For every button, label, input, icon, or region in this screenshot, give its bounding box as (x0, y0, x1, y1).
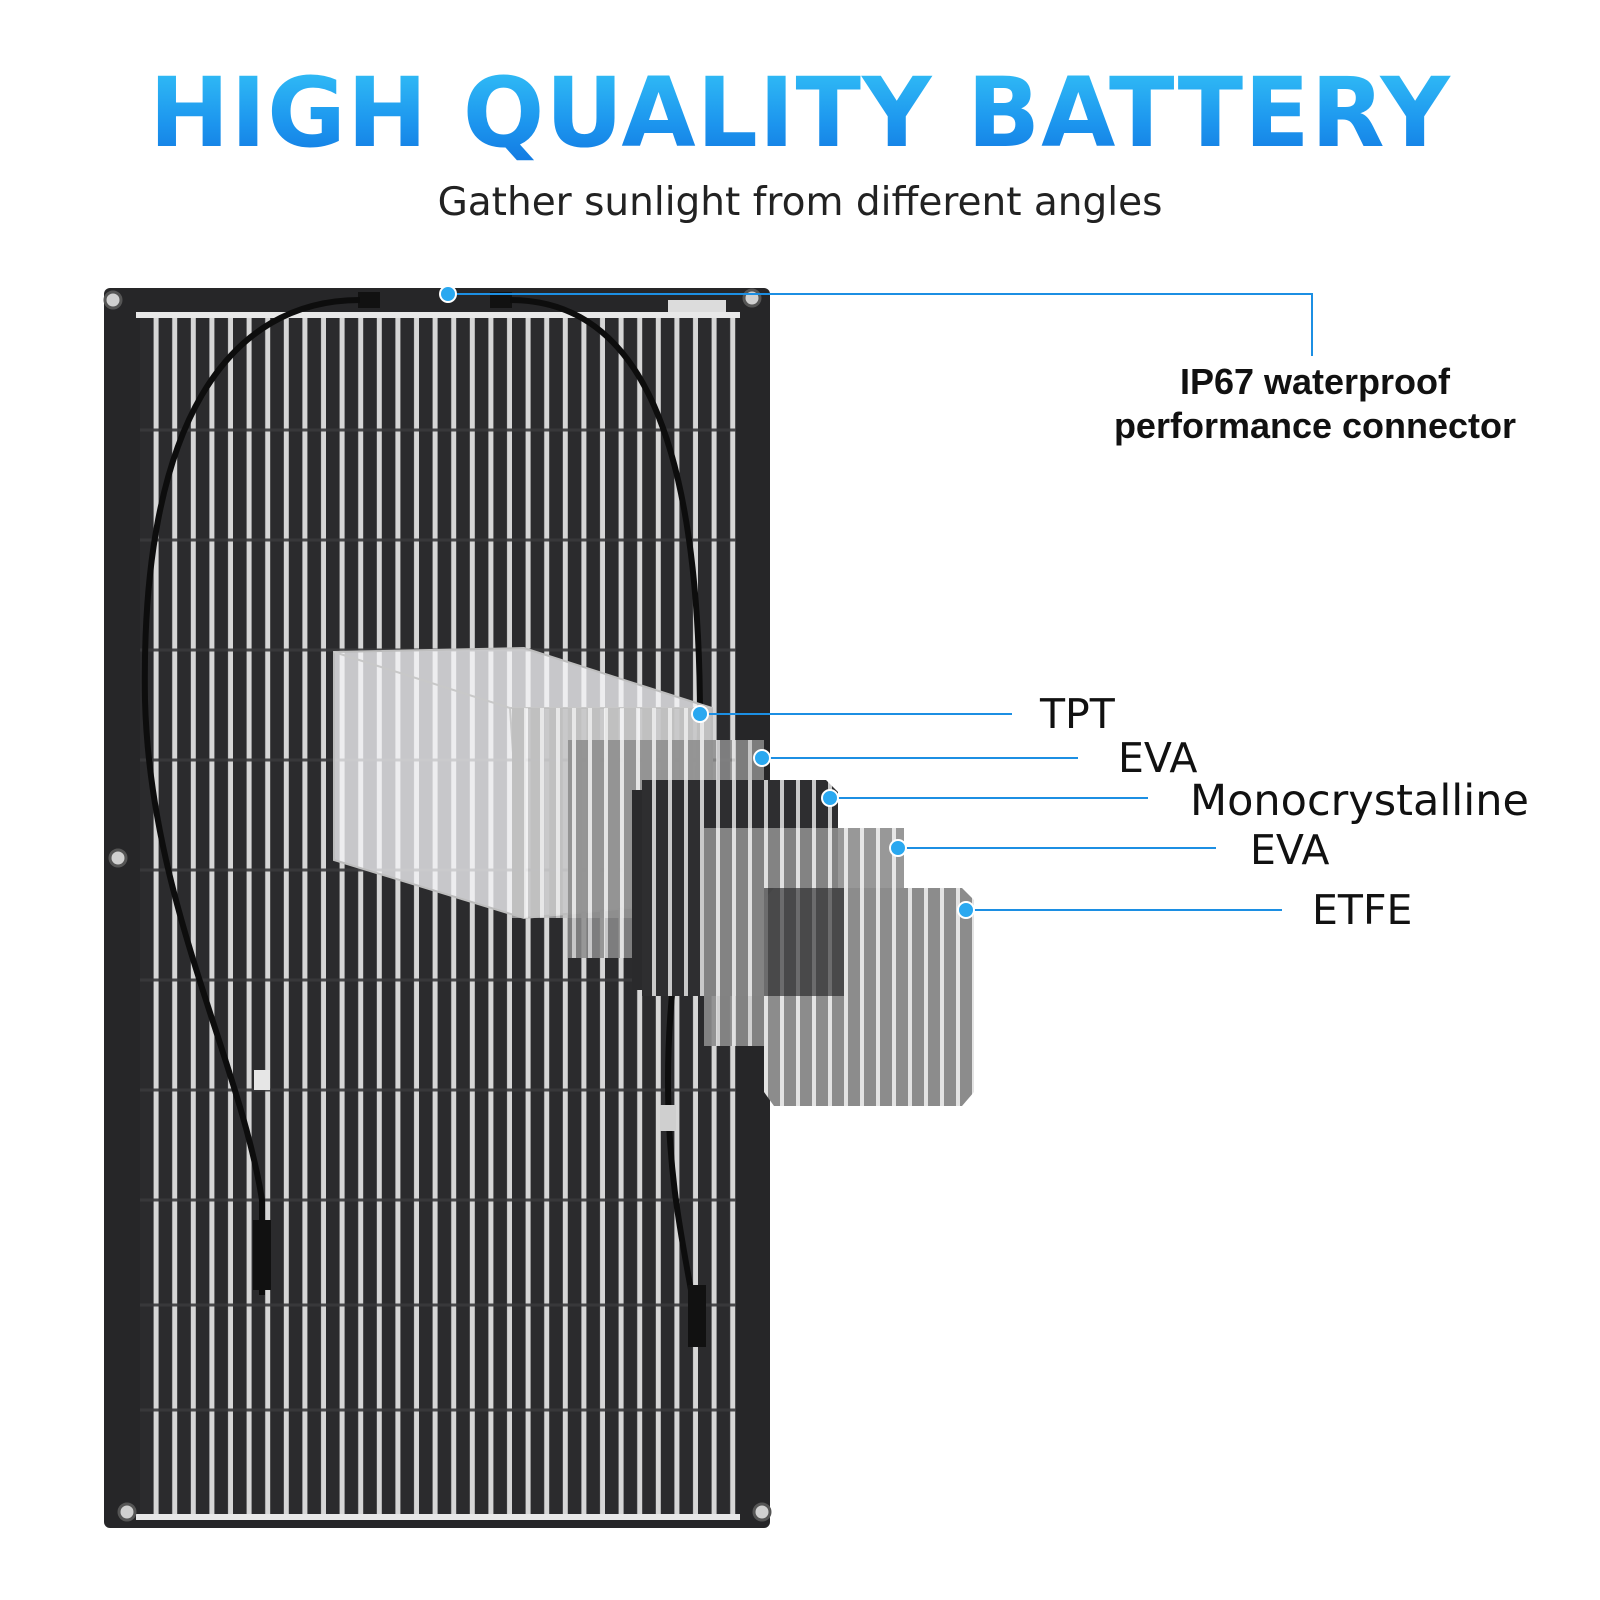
layer-label-monocrystalline: Monocrystalline (1190, 776, 1529, 826)
callout-dot-icon (439, 285, 975, 919)
connector-callout-line2: performance connector (1113, 405, 1517, 446)
layer-stack (333, 646, 974, 1106)
subheadline: Gather sunlight from different angles (437, 180, 1163, 225)
connector-callout-line1: IP67 waterproof (1179, 361, 1451, 402)
layer-label-etfe: ETFE (1312, 886, 1413, 934)
layer-label-eva-top: EVA (1118, 734, 1198, 782)
grommet-icon (103, 288, 772, 1522)
layer-label-eva-bottom: EVA (1250, 826, 1330, 874)
connector-callout-label: IP67 waterproof performance connector (1090, 360, 1540, 448)
layer-etfe (764, 888, 974, 1106)
callout-lines (448, 293, 1313, 911)
headline: HIGH QUALITY BATTERY (0, 58, 1600, 168)
layer-label-tpt: TPT (1040, 690, 1115, 738)
